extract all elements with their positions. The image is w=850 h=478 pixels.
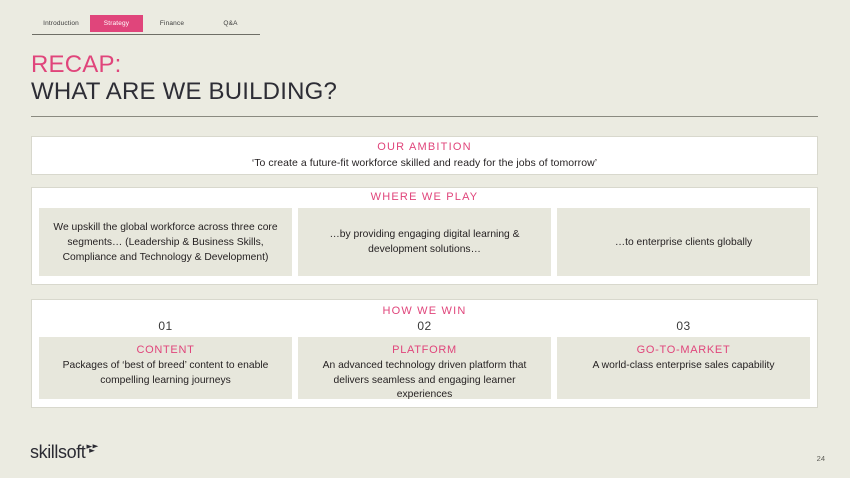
where-we-play-card: …to enterprise clients globally — [557, 208, 810, 276]
nav-tab-strategy[interactable]: Strategy — [90, 15, 143, 32]
panel-how-we-win: HOW WE WIN 01 02 03 CONTENT Packages of … — [31, 299, 818, 408]
how-we-win-card-row: CONTENT Packages of ‘best of breed’ cont… — [32, 337, 817, 400]
nav-underline — [32, 34, 260, 35]
where-we-play-card-text: We upskill the global workforce across t… — [53, 221, 278, 263]
how-we-win-heading: HOW WE WIN — [382, 305, 467, 317]
how-we-win-card-body: A world-class enterprise sales capabilit… — [592, 360, 775, 371]
skillsoft-arrows-icon — [86, 444, 99, 462]
how-we-win-card-go-to-market: GO-TO-MARKET A world-class enterprise sa… — [557, 337, 810, 399]
how-we-win-number-row: 01 02 03 — [32, 319, 817, 333]
skillsoft-logo-wordmark: skillsoft — [30, 442, 86, 462]
panel-our-ambition: OUR AMBITION ‘To create a future-fit wor… — [31, 136, 818, 175]
nav-tab-introduction[interactable]: Introduction — [32, 15, 90, 32]
section-nav: Introduction Strategy Finance Q&A — [32, 15, 260, 36]
how-we-win-card-title: GO-TO-MARKET — [636, 344, 731, 356]
nav-tab-qa-label: Q&A — [223, 20, 238, 27]
where-we-play-card: …by providing engaging digital learning … — [298, 208, 551, 276]
where-we-play-heading: WHERE WE PLAY — [370, 191, 479, 203]
page-number: 24 — [816, 454, 825, 463]
our-ambition-heading: OUR AMBITION — [377, 141, 472, 153]
where-we-play-card-row: We upskill the global workforce across t… — [32, 208, 817, 276]
how-we-win-card-title: CONTENT — [136, 344, 195, 356]
how-we-win-number: 01 — [158, 319, 173, 333]
how-we-win-number: 02 — [417, 319, 432, 333]
how-we-win-number: 03 — [676, 319, 691, 333]
page-title: RECAP: WHAT ARE WE BUILDING? — [31, 51, 338, 106]
where-we-play-card: We upskill the global workforce across t… — [39, 208, 292, 276]
nav-tab-finance-label: Finance — [159, 20, 185, 27]
nav-tab-qa[interactable]: Q&A — [201, 15, 260, 32]
nav-tab-introduction-label: Introduction — [43, 20, 79, 27]
where-we-play-card-text: …to enterprise clients globally — [614, 236, 753, 248]
nav-tab-list: Introduction Strategy Finance Q&A — [32, 15, 260, 32]
page-title-main: WHAT ARE WE BUILDING? — [31, 78, 338, 105]
how-we-win-card-title: PLATFORM — [392, 344, 457, 356]
title-divider — [31, 116, 818, 117]
where-we-play-card-text: …by providing engaging digital learning … — [329, 229, 520, 255]
how-we-win-card-content: CONTENT Packages of ‘best of breed’ cont… — [39, 337, 292, 399]
nav-tab-finance[interactable]: Finance — [143, 15, 201, 32]
nav-tab-strategy-label: Strategy — [103, 20, 130, 27]
how-we-win-card-platform: PLATFORM An advanced technology driven p… — [298, 337, 551, 400]
how-we-win-card-body: An advanced technology driven platform t… — [322, 360, 527, 400]
page-title-eyebrow: RECAP: — [31, 51, 122, 78]
our-ambition-text: ‘To create a future-fit workforce skille… — [251, 157, 598, 169]
skillsoft-logo: skillsoft — [30, 443, 99, 462]
panel-where-we-play: WHERE WE PLAY We upskill the global work… — [31, 187, 818, 285]
how-we-win-card-body: Packages of ‘best of breed’ content to e… — [62, 360, 269, 386]
